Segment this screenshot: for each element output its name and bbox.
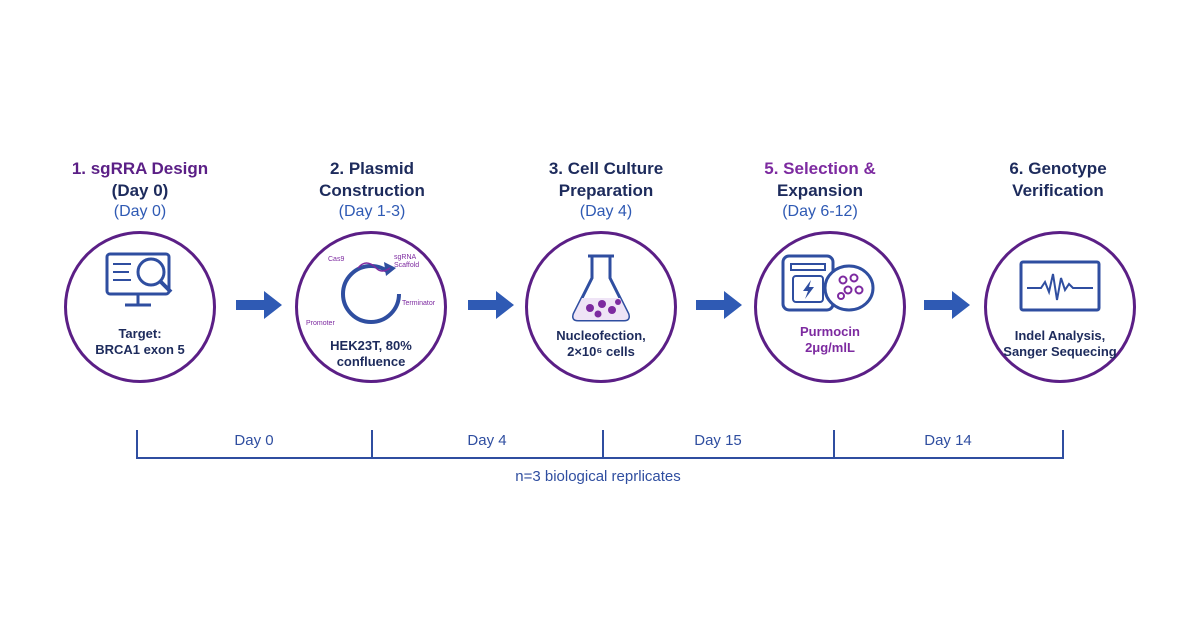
stage-1-caption: Target: BRCA1 exon 5: [67, 326, 213, 358]
stage-1-title-line1: 1. sgRRA Design: [71, 159, 209, 178]
monitor-search-icon: [105, 252, 173, 307]
stage-1: 1. sgRRA Design (Day 0) (Day 0): [40, 158, 240, 222]
flask-icon: [572, 254, 630, 322]
stage-2-title-line2: Construction: [319, 181, 425, 200]
stage-2-title-line1: 2. Plasmid: [329, 159, 415, 178]
stage-1-caption-line2: BRCA1 exon 5: [95, 342, 185, 357]
stage-6-circle: Indel Analysis, Sanger Sequecing: [984, 231, 1136, 383]
stage-6-title-line2: Verification: [1012, 181, 1104, 200]
stage-3-caption-line1: Nucleofection,: [556, 328, 646, 343]
stage-1-circle: Target: BRCA1 exon 5: [64, 231, 216, 383]
stage-3-caption-line2: 2×10⁶ cells: [567, 344, 635, 359]
waveform-monitor-icon: [1019, 260, 1101, 312]
stage-5-caption-line2: 2μg/mlL: [805, 340, 855, 355]
timeline-segment-3: Day 15: [694, 432, 742, 449]
stage-5-circle: Purmocin 2μg/mlL: [754, 231, 906, 383]
plasmid-label-terminator: Terminator: [402, 300, 436, 307]
plasmid-label-promoter: Promoter: [306, 320, 335, 327]
arrow-right-icon: [468, 291, 514, 319]
stage-1-title: 1. sgRRA Design (Day 0): [40, 158, 240, 202]
stage-5: 5. Selection & Expansion (Day 6-12): [720, 158, 920, 222]
arrow-right-icon: [236, 291, 282, 319]
plasmid-label-cas9: Cas9: [328, 256, 345, 263]
stage-2: 2. Plasmid Construction (Day 1-3): [272, 158, 472, 222]
stage-5-day: (Day 6-12): [782, 203, 858, 220]
timeline-segment-2: Day 4: [467, 432, 507, 449]
stage-1-caption-line1: Target:: [118, 326, 162, 341]
stage-3-circle: Nucleofection, 2×10⁶ cells: [525, 231, 677, 383]
stage-1-day: (Day 0): [113, 203, 167, 220]
stage-2-caption: HEK23T, 80% confluence: [298, 338, 444, 370]
stage-5-title-line2: Expansion: [777, 181, 863, 200]
stage-3-title-line2: Preparation: [558, 181, 654, 200]
timeline-segment-4: Day 14: [924, 432, 972, 449]
stage-2-day: (Day 1-3): [338, 203, 406, 220]
arrow-right-icon: [696, 291, 742, 319]
arrow-right-icon: [924, 291, 970, 319]
incubator-dish-icon: [781, 254, 875, 312]
stage-1-title-line2: (Day 0): [111, 181, 169, 200]
plasmid-label-scaffold: sgRNA Scaffold: [394, 254, 420, 269]
timeline-segment-1: Day 0: [234, 432, 274, 449]
stage-2-caption-line2: confluence: [336, 354, 406, 369]
stage-3-title-line1: 3. Cell Culture: [548, 159, 664, 178]
stage-2-title: 2. Plasmid Construction: [272, 158, 472, 202]
stage-5-title: 5. Selection & Expansion: [720, 158, 920, 202]
stage-3: 3. Cell Culture Preparation (Day 4): [506, 158, 706, 222]
stage-6: 6. Genotype Verification: [958, 158, 1158, 202]
stage-2-caption-line1: HEK23T, 80%: [330, 338, 412, 353]
stage-3-caption: Nucleofection, 2×10⁶ cells: [528, 328, 674, 360]
stage-3-day: (Day 4): [579, 203, 633, 220]
stage-6-title: 6. Genotype Verification: [958, 158, 1158, 202]
stage-6-caption-line1: Indel Analysis,: [1014, 328, 1106, 343]
stage-5-caption: Purmocin 2μg/mlL: [757, 324, 903, 356]
replicates-note: n=3 biological reprlicates: [515, 468, 681, 485]
stage-2-circle: Cas9 sgRNA Scaffold Terminator Promoter …: [295, 231, 447, 383]
plasmid-icon: [341, 262, 401, 324]
stage-6-title-line1: 6. Genotype: [1009, 159, 1107, 178]
stage-5-title-line1: 5. Selection &: [764, 159, 876, 178]
stage-6-caption-line2: Sanger Sequecing: [1003, 344, 1117, 359]
stage-5-caption-line1: Purmocin: [800, 324, 860, 339]
stage-6-caption: Indel Analysis, Sanger Sequecing: [987, 328, 1133, 360]
stage-3-title: 3. Cell Culture Preparation: [506, 158, 706, 202]
